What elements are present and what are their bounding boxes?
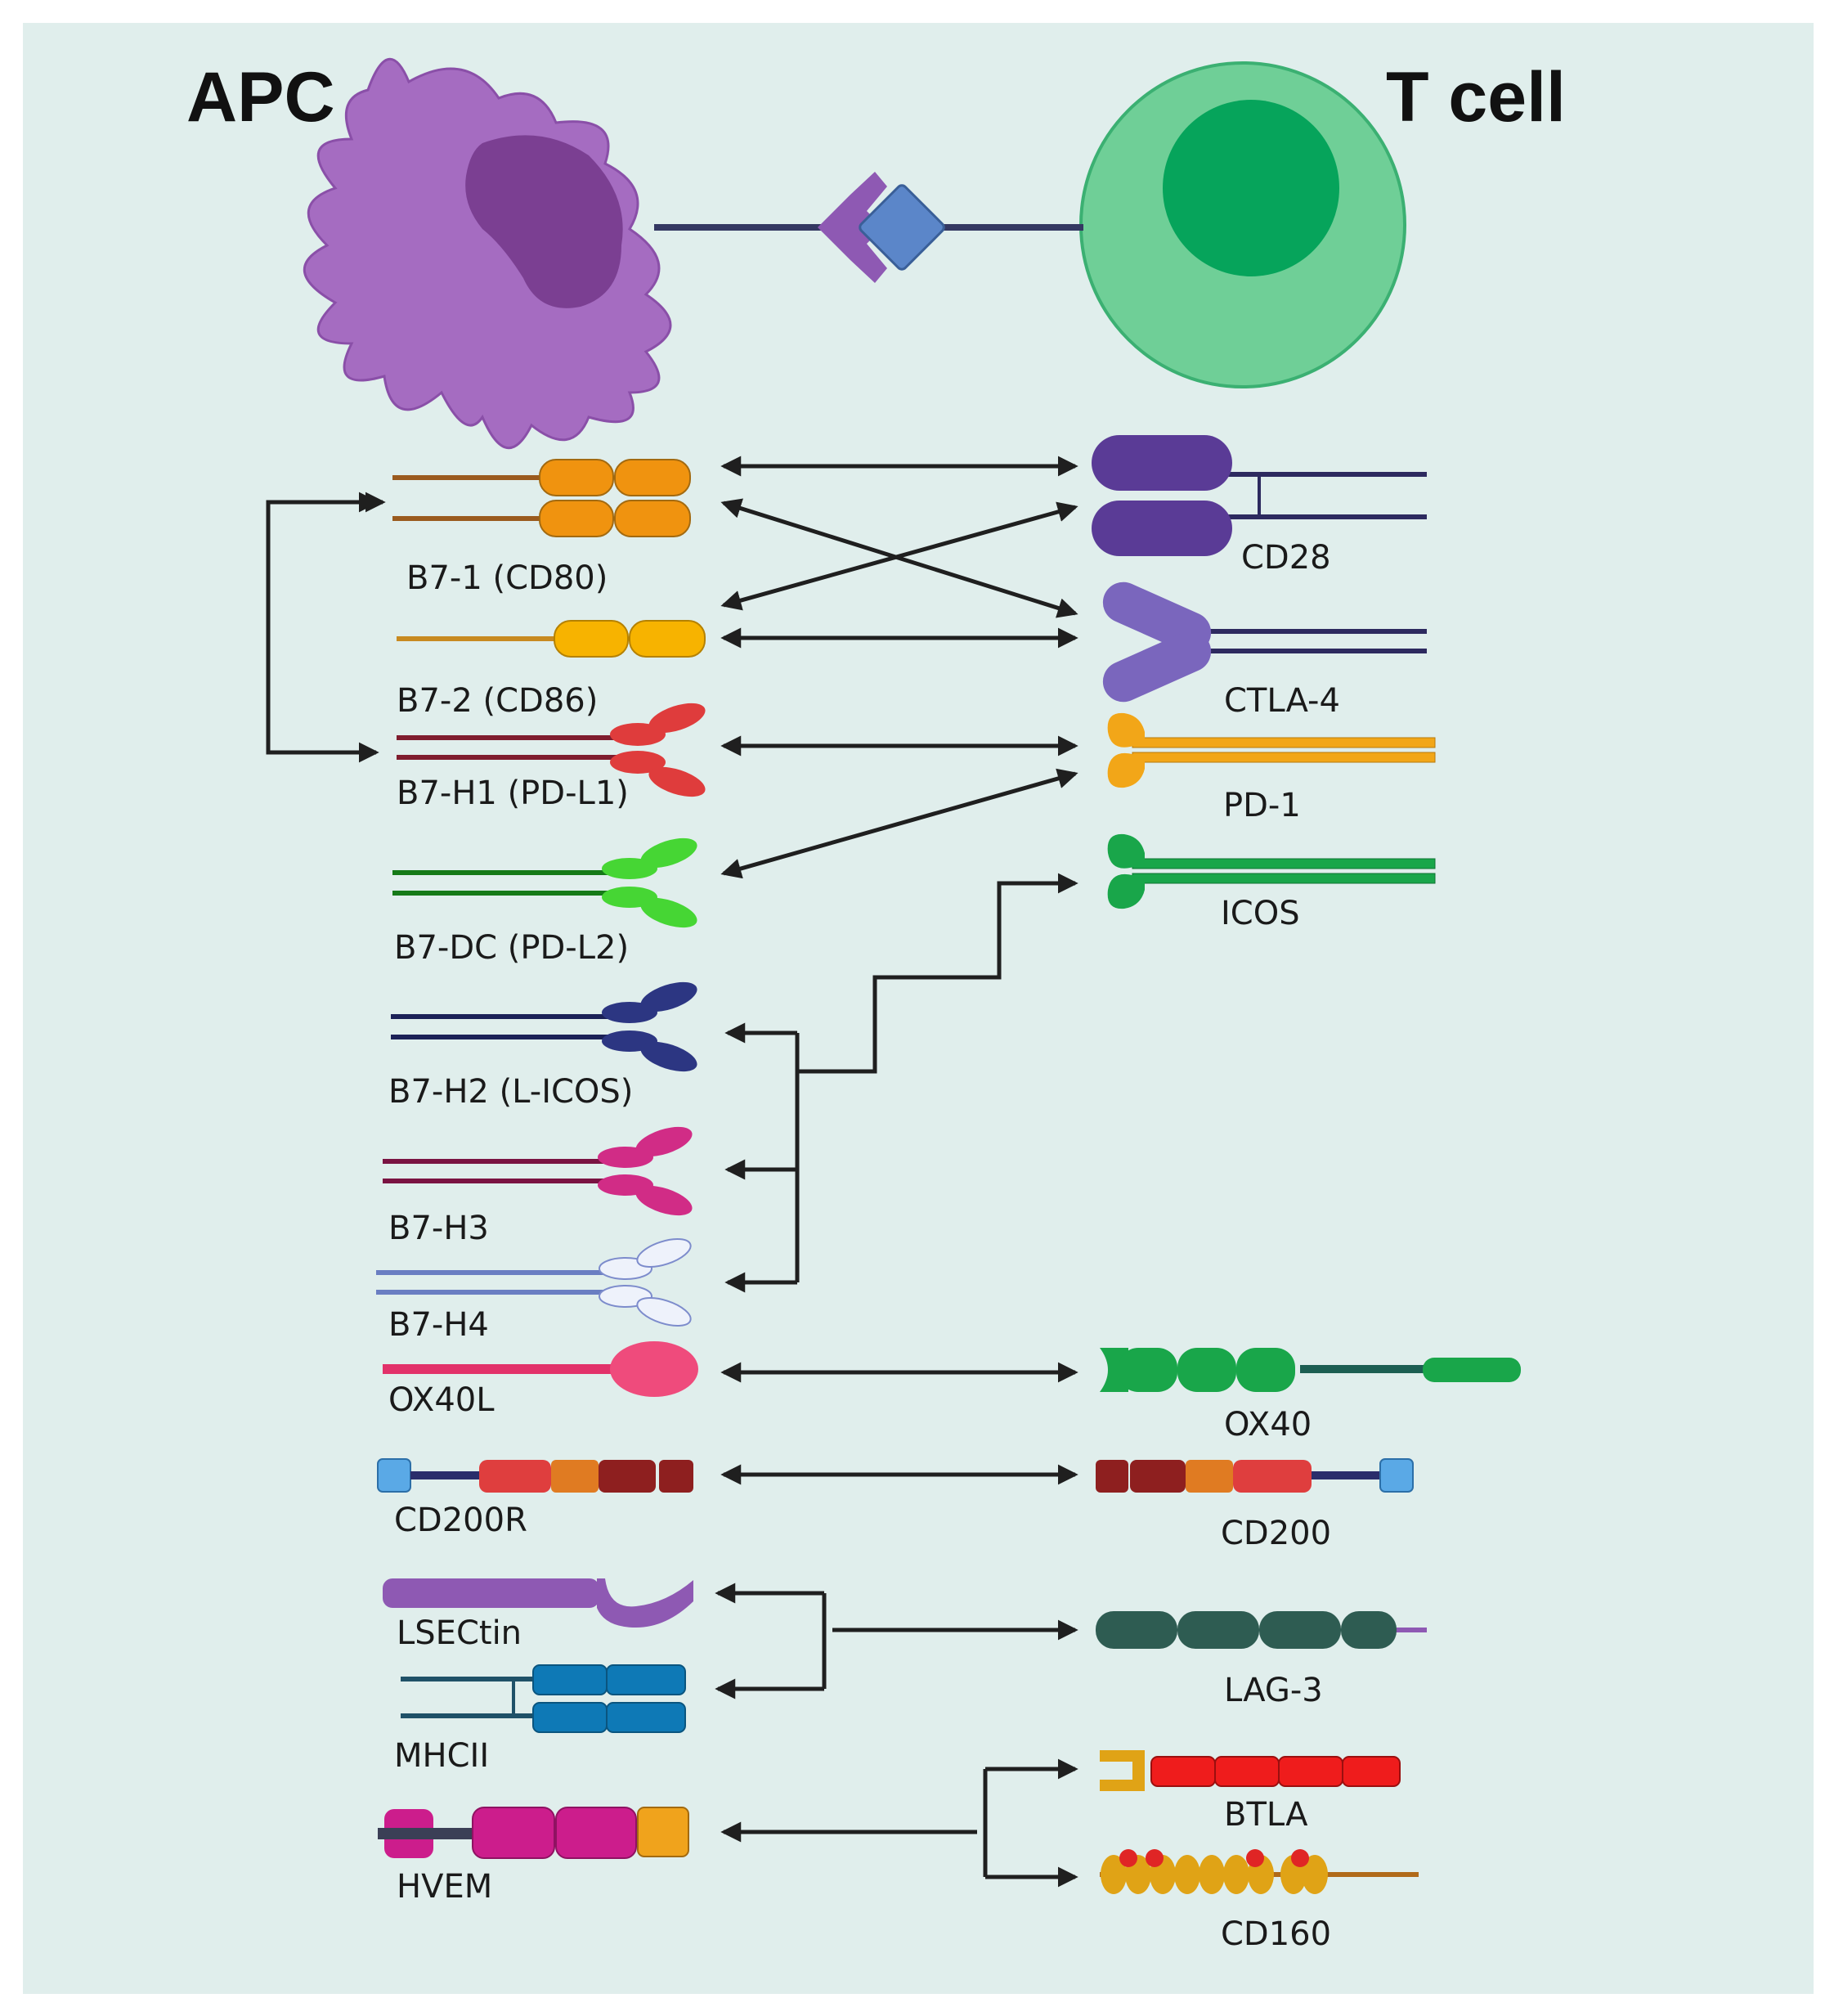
label-b7-h2: B7-H2 (L-ICOS) (388, 1073, 633, 1111)
label-b7-h1: B7-H1 (PD-L1) (397, 775, 629, 812)
label-cd28: CD28 (1241, 539, 1331, 577)
interaction-arrows (266, 456, 1078, 1888)
ligand-lsectin: LSECtin (383, 1578, 693, 1652)
receptor-cd200: CD200 (1096, 1458, 1414, 1552)
ligand-b7-h3: B7-H3 (383, 1126, 693, 1247)
ligand-b7-dc: B7-DC (PD-L2) (392, 837, 697, 967)
mhc-tcr-link (654, 172, 1083, 283)
receptor-icos: ICOS (1107, 833, 1436, 932)
label-hvem: HVEM (397, 1868, 492, 1906)
receptor-pd1: PD-1 (1107, 712, 1436, 824)
mhc-diamond (859, 184, 945, 271)
arrow-b72-cd28 (720, 501, 1078, 611)
label-cd200: CD200 (1221, 1515, 1331, 1552)
tcell-nucleus (1163, 100, 1339, 276)
label-b7-h3: B7-H3 (388, 1210, 489, 1247)
ligand-hvem: HVEM (378, 1807, 689, 1906)
label-b7-2: B7-2 (CD86) (397, 682, 598, 720)
receptor-cd28: CD28 (1092, 435, 1427, 577)
label-cd160: CD160 (1221, 1915, 1331, 1953)
receptor-ctla4: CTLA-4 (1102, 581, 1427, 720)
receptor-lag3: LAG-3 (1096, 1611, 1427, 1709)
ligand-ox40l: OX40L (383, 1341, 698, 1419)
label-mhcii: MHCII (394, 1737, 489, 1775)
receptor-cd160: CD160 (1100, 1849, 1419, 1953)
label-b7-1: B7-1 (CD80) (406, 559, 608, 597)
label-ox40l: OX40L (388, 1381, 495, 1419)
ligand-b7-h2: B7-H2 (L-ICOS) (388, 981, 697, 1111)
tcr-receptor-shape (818, 172, 887, 283)
ligand-b7-h1: B7-H1 (PD-L1) (397, 703, 706, 812)
label-ctla4: CTLA-4 (1224, 682, 1340, 720)
ligand-cd200r: CD200R (377, 1458, 693, 1539)
diagram-background (23, 23, 1814, 1994)
label-cd200r: CD200R (394, 1502, 527, 1539)
ligand-b7-2: B7-2 (CD86) (397, 620, 706, 720)
apc-nucleus (465, 135, 623, 308)
arrow-b7dc-pd1 (720, 768, 1078, 879)
apc-title: APC (186, 58, 335, 137)
label-b7-h4: B7-H4 (388, 1306, 489, 1344)
ligand-mhcii: MHCII (394, 1664, 686, 1775)
label-lsectin: LSECtin (397, 1614, 522, 1652)
receptor-ox40: OX40 (1100, 1348, 1521, 1444)
label-lag3: LAG-3 (1224, 1672, 1323, 1709)
label-pd1: PD-1 (1223, 787, 1301, 824)
receptor-btla: BTLA (1100, 1750, 1401, 1834)
label-btla: BTLA (1224, 1796, 1308, 1834)
tcell-title: T cell (1386, 58, 1566, 137)
label-ox40: OX40 (1224, 1406, 1312, 1444)
arrow-b7h-family-icos (797, 873, 1078, 1074)
ligand-b7-1: B7-1 (CD80) (392, 459, 691, 597)
label-icos: ICOS (1221, 895, 1300, 932)
ligand-b7-h4: B7-H4 (376, 1238, 692, 1344)
tcell: T cell (1079, 58, 1566, 388)
label-b7-dc: B7-DC (PD-L2) (394, 929, 629, 967)
apc-cell: APC (186, 57, 672, 450)
